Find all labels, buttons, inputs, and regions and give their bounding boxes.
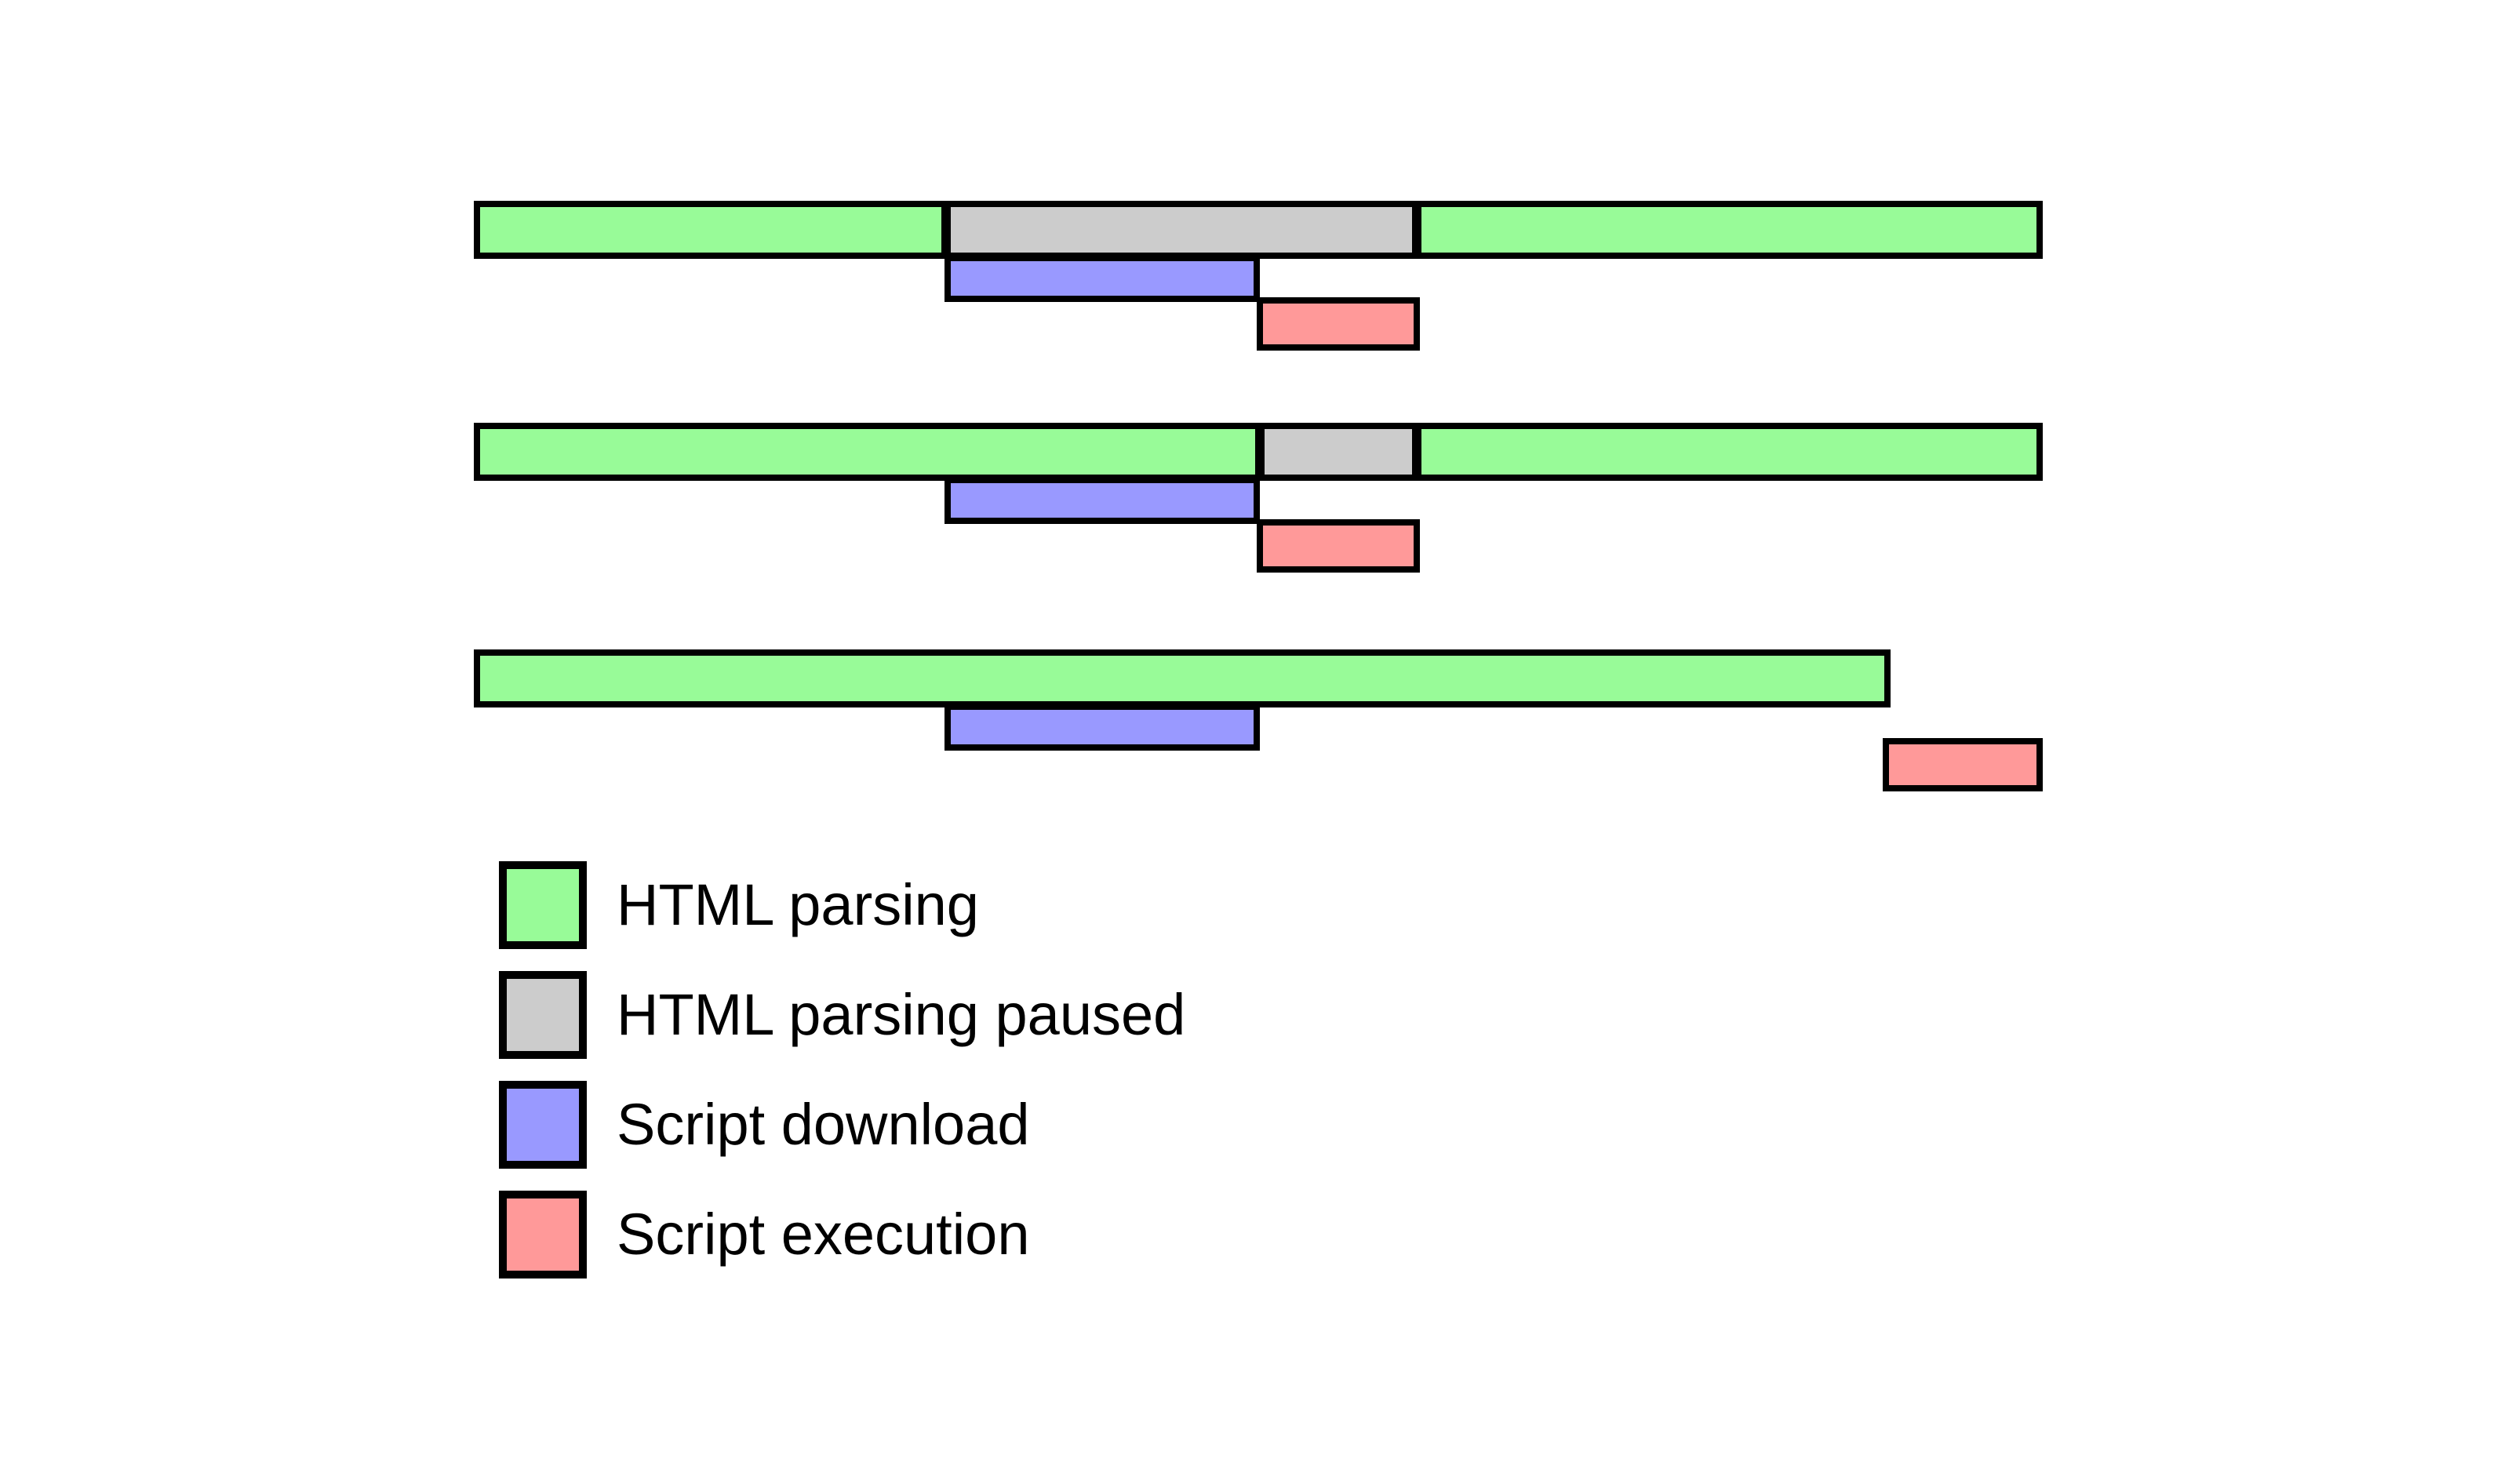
legend-swatch-script-download-icon xyxy=(499,1081,587,1169)
legend-item-script-download: Script download xyxy=(499,1081,1597,1191)
bar-html-parsing-paused xyxy=(1258,423,1418,481)
bar-html-parsing xyxy=(1415,423,2043,481)
bar-html-parsing xyxy=(474,201,948,259)
legend-item-html-parsing-paused: HTML parsing paused xyxy=(499,971,1597,1081)
legend-swatch-script-execution-icon xyxy=(499,1191,587,1278)
legend-item-script-execution: Script execution xyxy=(499,1191,1597,1300)
bar-html-parsing xyxy=(1415,201,2043,259)
timeline-area xyxy=(474,201,2043,791)
legend-item-html-parsing: HTML parsing xyxy=(499,861,1597,971)
legend-label: HTML parsing xyxy=(617,872,979,937)
legend-swatch-html-parsing-icon xyxy=(499,861,587,949)
bar-script-download xyxy=(944,255,1260,302)
bar-script-execution xyxy=(1883,738,2043,791)
bar-script-execution xyxy=(1257,297,1420,351)
bar-html-parsing-paused xyxy=(944,201,1418,259)
legend-label: HTML parsing paused xyxy=(617,982,1186,1047)
legend-label: Script execution xyxy=(617,1202,1030,1267)
bar-html-parsing xyxy=(474,423,1261,481)
legend-swatch-html-parsing-paused-icon xyxy=(499,971,587,1059)
legend: HTML parsing HTML parsing paused Script … xyxy=(499,861,1597,1300)
bar-html-parsing xyxy=(474,649,1891,707)
legend-label: Script download xyxy=(617,1092,1030,1157)
bar-script-download xyxy=(944,704,1260,751)
bar-script-download xyxy=(944,477,1260,524)
bar-script-execution xyxy=(1257,519,1420,573)
